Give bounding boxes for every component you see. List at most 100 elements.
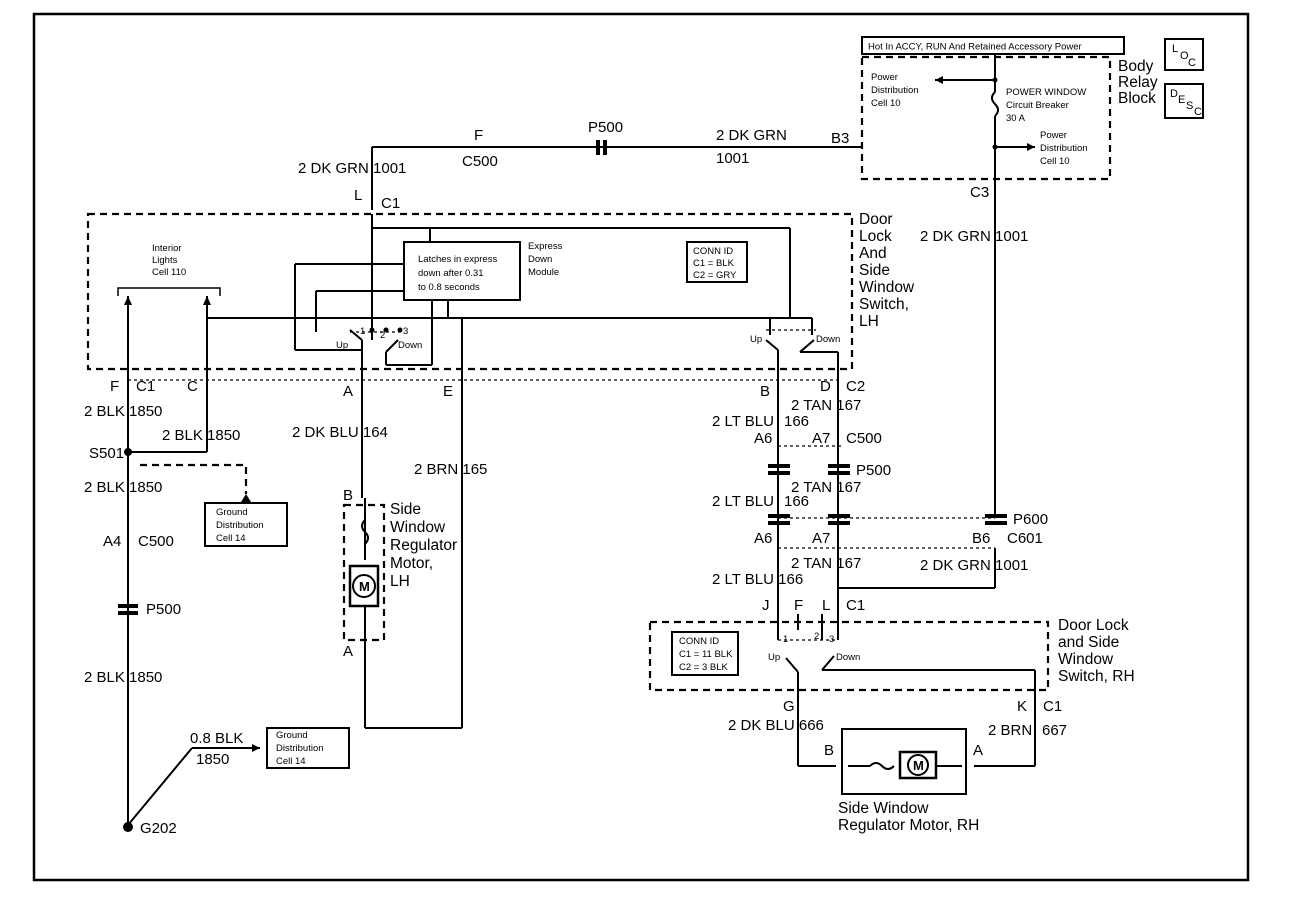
left-wire-blk08-num: 1850	[196, 751, 229, 768]
svg-text:Lock: Lock	[859, 228, 892, 245]
top-wire-f: F	[474, 127, 483, 144]
rh-motor-a: A	[973, 742, 983, 759]
svg-text:S: S	[1186, 100, 1193, 112]
rh-pin-3: 3	[829, 634, 834, 645]
svg-text:C: C	[187, 378, 198, 395]
svg-text:Latches in express: Latches in express	[418, 254, 497, 265]
svg-text:Hot In ACCY, RUN And Retained: Hot In ACCY, RUN And Retained Accessory …	[868, 42, 1082, 53]
rw-c500: C500	[846, 430, 882, 447]
left-wire-c500: C500	[138, 533, 174, 550]
svg-text:C1: C1	[136, 378, 155, 395]
left-wire-blk2: 2 BLK 1850	[162, 427, 240, 444]
top-wire-right-label: 2 DK GRN	[716, 127, 787, 144]
rh-g: G	[783, 698, 795, 715]
svg-text:30 A: 30 A	[1006, 113, 1026, 124]
rw-a7b: A7	[812, 530, 830, 547]
left-wire-blk4: 2 BLK 1850	[84, 669, 162, 686]
lh-down-left: Down	[398, 340, 422, 351]
svg-text:M: M	[913, 758, 924, 773]
power-header: Hot In ACCY, RUN And Retained Accessory …	[861, 36, 1125, 55]
svg-text:Power: Power	[1040, 130, 1067, 141]
rw-p600: P600	[1013, 511, 1048, 528]
lh-conn-id: CONN ID C1 = BLK C2 = GRY	[686, 241, 748, 283]
lh-switch-title: Door Lock And Side Window Switch, LH	[859, 211, 915, 330]
lh-motor-title: Side Window Regulator Motor, LH	[390, 501, 457, 590]
top-wire-c500: C500	[462, 153, 498, 170]
svg-text:POWER WINDOW: POWER WINDOW	[1006, 87, 1086, 98]
svg-text:Cell 10: Cell 10	[871, 98, 901, 109]
rw-ltblu2-num: 166	[784, 493, 809, 510]
svg-text:F: F	[110, 378, 119, 395]
loc-icon[interactable]: L O C	[1164, 38, 1204, 71]
left-wire-blk1: 2 BLK 1850	[84, 403, 162, 420]
rh-conn-id: CONN ID C1 = 11 BLK C2 = 3 BLK	[671, 631, 739, 676]
rw-ltblu2: 2 LT BLU	[712, 493, 774, 510]
rw-a6b: A6	[754, 530, 772, 547]
lh-motor: M	[342, 498, 386, 646]
left-wire-blk3: 2 BLK 1850	[84, 479, 162, 496]
svg-text:LH: LH	[859, 313, 879, 330]
svg-text:Side Window: Side Window	[838, 800, 929, 817]
lh-switch-box	[86, 212, 854, 371]
top-wire-p500: P500	[588, 119, 623, 136]
svg-text:and Side: and Side	[1058, 634, 1119, 651]
svg-text:C2: C2	[846, 378, 865, 395]
lh-pin-3: 3	[403, 326, 408, 337]
rw-a7: A7	[812, 430, 830, 447]
body-relay-block-title: Body Relay Block	[1118, 58, 1158, 107]
svg-text:Side: Side	[390, 501, 421, 518]
lh-up-left: Up	[336, 340, 348, 351]
circuit-breaker-label: POWER WINDOW Circuit Breaker 30 A	[1006, 87, 1086, 124]
rw-tan2: 2 TAN 167	[791, 479, 861, 496]
left-wire-s501: S501	[89, 445, 124, 462]
svg-text:Window: Window	[859, 279, 915, 296]
svg-text:E: E	[1178, 94, 1185, 106]
svg-text:C1 = 11 BLK: C1 = 11 BLK	[679, 649, 733, 660]
rw-f: F	[794, 597, 803, 614]
svg-text:Side: Side	[859, 262, 890, 279]
lh-connector-labels: F C1 C A E B D C2	[110, 378, 865, 400]
rh-pin-2: 2	[814, 631, 819, 642]
top-wire-right-num: 1001	[716, 150, 749, 167]
svg-text:Interior: Interior	[152, 243, 182, 254]
lh-pin-1: 1	[360, 326, 365, 337]
rw-j: J	[762, 597, 770, 614]
top-wire-b3: B3	[831, 130, 849, 147]
express-down-module-label: Express Down Module	[528, 241, 563, 278]
lh-motor-a-pin: A	[343, 643, 353, 660]
svg-text:Cell 14: Cell 14	[216, 533, 246, 544]
svg-text:Distribution: Distribution	[216, 520, 264, 531]
svg-text:Distribution: Distribution	[871, 85, 919, 96]
svg-text:Lights: Lights	[152, 255, 178, 266]
svg-text:down after 0.31: down after 0.31	[418, 268, 484, 279]
rh-motor-dkblu: 2 DK BLU 666	[728, 717, 824, 734]
lh-up-right: Up	[750, 334, 762, 345]
rw-c601: C601	[1007, 530, 1043, 547]
lh-motor-b-pin: B	[343, 487, 353, 504]
rw-b6: B6	[972, 530, 990, 547]
power-distribution-right: Power Distribution Cell 10	[1040, 130, 1088, 167]
interior-lights-label: Interior Lights Cell 110	[152, 243, 186, 278]
body-relay-block-box	[860, 55, 1112, 181]
rh-pin-1: 1	[783, 634, 788, 645]
svg-text:D: D	[1170, 88, 1178, 100]
ground-g202: G202	[140, 820, 177, 837]
svg-text:Regulator: Regulator	[390, 537, 457, 554]
rw-ltblu1-num: 166	[784, 413, 809, 430]
svg-text:C2 = GRY: C2 = GRY	[693, 270, 737, 281]
rh-motor-b: B	[824, 742, 834, 759]
svg-text:C: C	[1194, 106, 1202, 118]
diagram-frame	[32, 12, 1250, 882]
svg-text:E: E	[443, 383, 453, 400]
rw-l: L	[822, 597, 830, 614]
rh-switch-title: Door Lock and Side Window Switch, RH	[1058, 617, 1135, 685]
lh-down-right: Down	[816, 334, 840, 345]
rh-c1: C1	[1043, 698, 1062, 715]
svg-text:Circuit Breaker: Circuit Breaker	[1006, 100, 1069, 111]
rw-tan1: 2 TAN 167	[791, 397, 861, 414]
svg-text:Ground: Ground	[276, 730, 308, 741]
ground-distribution-lower: Ground Distribution Cell 14	[266, 727, 350, 769]
svg-text:Distribution: Distribution	[1040, 143, 1088, 154]
svg-text:Door: Door	[859, 211, 893, 228]
desc-icon[interactable]: D E S C	[1164, 83, 1204, 119]
